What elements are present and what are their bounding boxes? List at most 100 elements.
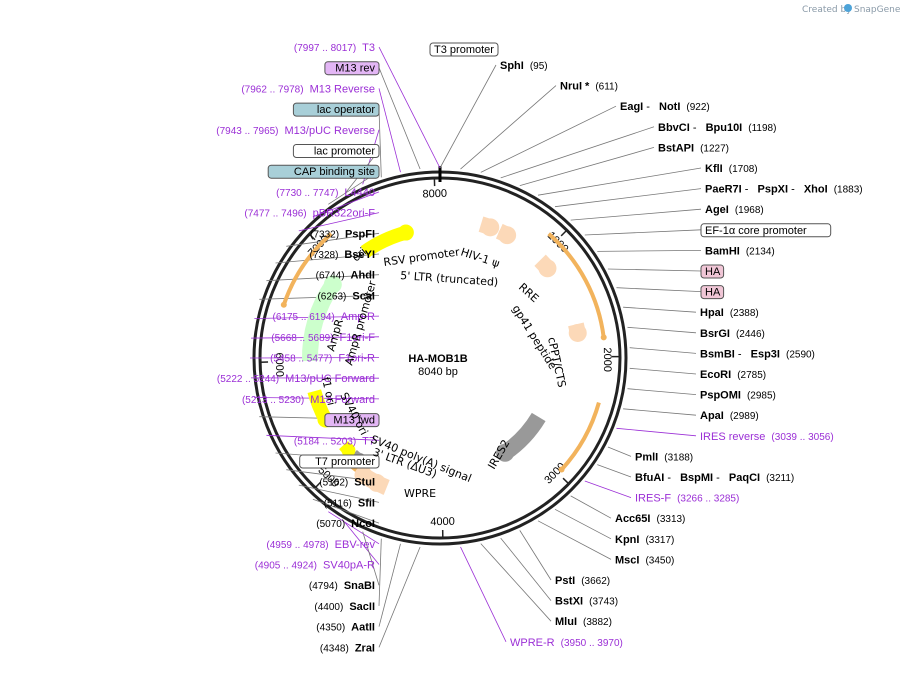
label-apai[interactable]: ApaI(2989) [700, 410, 759, 422]
credit-text: Created by [802, 5, 852, 15]
leader-line-bfuai [597, 464, 632, 478]
label-ncoi[interactable]: (5070)NcoI [316, 518, 375, 530]
orf-arc-2[interactable] [560, 402, 601, 471]
plasmid-name: HA-MOB1B [408, 353, 467, 365]
label-iresrev[interactable]: IRES reverse(3039 .. 3056) [700, 431, 834, 443]
label-ampr[interactable]: (6175 .. 6194)Amp-R [273, 311, 376, 323]
leader-line-bamhi [597, 250, 702, 252]
label-text-pspfi: (7332)PspFI [310, 228, 375, 240]
inner-label-wpre: WPRE [404, 487, 436, 500]
label-text-bamhi: BamHI(2134) [705, 245, 775, 257]
label-text-ef1a: EF-1α core promoter [705, 225, 807, 237]
label-box-m13fwd [324, 413, 380, 428]
label-l4440[interactable]: (7730 .. 7747)L4440 [276, 187, 375, 199]
label-f1orif[interactable]: (5668 .. 5689)F1ori-F [271, 332, 375, 344]
label-bstapi[interactable]: BstAPI(1227) [658, 142, 729, 154]
label-sphi[interactable]: SphI(95) [500, 60, 548, 72]
label-ha1[interactable]: HA [700, 264, 725, 279]
label-kfli[interactable]: KflI(1708) [705, 163, 758, 175]
leader-line-kpni [554, 508, 612, 540]
label-eagi[interactable]: EagI - NotI(922) [620, 101, 710, 113]
label-bseyi[interactable]: (7328)BseYI [310, 249, 375, 261]
label-t7prom[interactable]: T7 promoter [299, 454, 380, 469]
label-lacprom[interactable]: lac promoter [292, 144, 380, 158]
label-ef1a[interactable]: EF-1α core promoter [700, 223, 832, 238]
label-text-psti: PstI(3662) [555, 575, 610, 587]
label-m13forward[interactable]: (5213 .. 5230)M13 Forward [242, 394, 375, 406]
label-ahdi[interactable]: (6744)AhdI [316, 270, 375, 282]
label-ebvrev[interactable]: (4959 .. 4978)EBV-rev [266, 539, 375, 551]
label-m13reverse[interactable]: (7962 .. 7978)M13 Reverse [241, 83, 375, 95]
label-agei[interactable]: AgeI(1968) [705, 204, 764, 216]
label-msci[interactable]: MscI(3450) [615, 554, 674, 566]
ori-shape-head [397, 224, 414, 241]
leader-line-sphi [439, 64, 497, 169]
label-bamhi[interactable]: BamHI(2134) [705, 245, 775, 257]
label-bfuai[interactable]: BfuAI - BspMI - PaqCI(3211) [635, 472, 794, 484]
label-pbr322[interactable]: (7477 .. 7496)pBR322ori-F [244, 208, 375, 220]
label-scai[interactable]: (6263)ScaI [317, 290, 375, 302]
label-box-m13rev [324, 61, 380, 76]
leader-line-ncoi [312, 498, 380, 524]
label-stui[interactable]: (5162)StuI [319, 477, 375, 489]
leader-line-ha1 [607, 268, 702, 272]
leader-line-ecori [629, 367, 697, 375]
label-wprer[interactable]: WPRE-R(3950 .. 3970) [510, 637, 623, 649]
label-hpai[interactable]: HpaI(2388) [700, 307, 759, 319]
label-pspfi[interactable]: (7332)PspFI [310, 228, 375, 240]
label-cap[interactable]: CAP binding site [267, 164, 380, 179]
leader-line-bbvci [500, 126, 655, 179]
label-sv40pa[interactable]: (4905 .. 4924)SV40pA-R [255, 560, 375, 572]
label-text-sacii: (4400)SacII [314, 601, 375, 613]
snapgene-logo-icon [844, 4, 852, 12]
label-paer7i[interactable]: PaeR7I - PspXI - XhoI(1883) [705, 184, 863, 196]
label-aatii[interactable]: (4350)AatII [316, 622, 375, 634]
label-m13pucfwd[interactable]: (5222 .. 5244)M13/pUC Forward [217, 373, 375, 385]
label-bstxi[interactable]: BstXI(3743) [555, 596, 618, 608]
label-t3[interactable]: (7997 .. 8017)T3 [294, 42, 375, 54]
label-box-t7prom [299, 454, 380, 469]
label-kpni[interactable]: KpnI(3317) [615, 534, 674, 546]
orf-arc-3[interactable] [281, 232, 333, 306]
label-text-t3: (7997 .. 8017)T3 [294, 42, 375, 54]
ampr-shape-head [323, 275, 342, 294]
label-m13rev[interactable]: M13 rev [324, 61, 380, 76]
label-nrui[interactable]: NruI *(611) [560, 81, 618, 93]
label-acc65i[interactable]: Acc65I(3313) [615, 513, 685, 525]
label-pspomi[interactable]: PspOMI(2985) [700, 390, 776, 402]
leader-line-m13reverse [378, 88, 401, 173]
label-pmli[interactable]: PmlI(3188) [635, 451, 693, 463]
label-text-ha2: HA [705, 287, 721, 299]
ltr-box-5-head [354, 466, 373, 485]
label-text-sphi: SphI(95) [500, 60, 548, 72]
leader-line-aatii [378, 543, 401, 627]
label-bbvci[interactable]: BbvCI - Bpu10I(1198) [658, 122, 776, 134]
label-m13pucrev[interactable]: (7943 .. 7965)M13/pUC Reverse [216, 125, 375, 137]
label-zrai[interactable]: (4348)ZraI [320, 642, 375, 654]
label-ha2[interactable]: HA [700, 285, 725, 300]
label-bsmbi[interactable]: BsmBI - Esp3I(2590) [700, 348, 815, 360]
leader-line-pspfi [286, 232, 380, 247]
label-t7[interactable]: (5184 .. 5203)T7 [294, 435, 375, 447]
label-iresf[interactable]: IRES-F(3266 .. 3285) [635, 493, 739, 505]
leader-line-msci [537, 520, 612, 560]
label-psti[interactable]: PstI(3662) [555, 575, 610, 587]
orf-arc-1[interactable] [547, 232, 606, 338]
label-sfii[interactable]: (5116)SfiI [324, 497, 375, 509]
label-sacii[interactable]: (4400)SacII [314, 601, 375, 613]
t3-promoter-box[interactable]: T3 promoter [429, 42, 499, 57]
ltr-box-2-head [538, 259, 557, 278]
label-snabi[interactable]: (4794)SnaBI [309, 580, 375, 592]
label-bsrgi[interactable]: BsrGI(2446) [700, 328, 765, 340]
label-ecori[interactable]: EcoRI(2785) [700, 369, 766, 381]
label-mlui[interactable]: MluI(3882) [555, 616, 612, 628]
label-text-pspomi: PspOMI(2985) [700, 390, 776, 402]
label-f1orir[interactable]: (5458 .. 5477)F1ori-R [270, 353, 375, 365]
label-m13fwd[interactable]: M13 fwd [324, 413, 380, 428]
ltr-box-3-head [568, 323, 587, 342]
leader-line-paer7i [554, 188, 702, 208]
label-lacop[interactable]: lac operator [292, 102, 380, 117]
label-text-m13forward: (5213 .. 5230)M13 Forward [242, 394, 375, 406]
label-text-m13rev: M13 rev [335, 63, 375, 75]
